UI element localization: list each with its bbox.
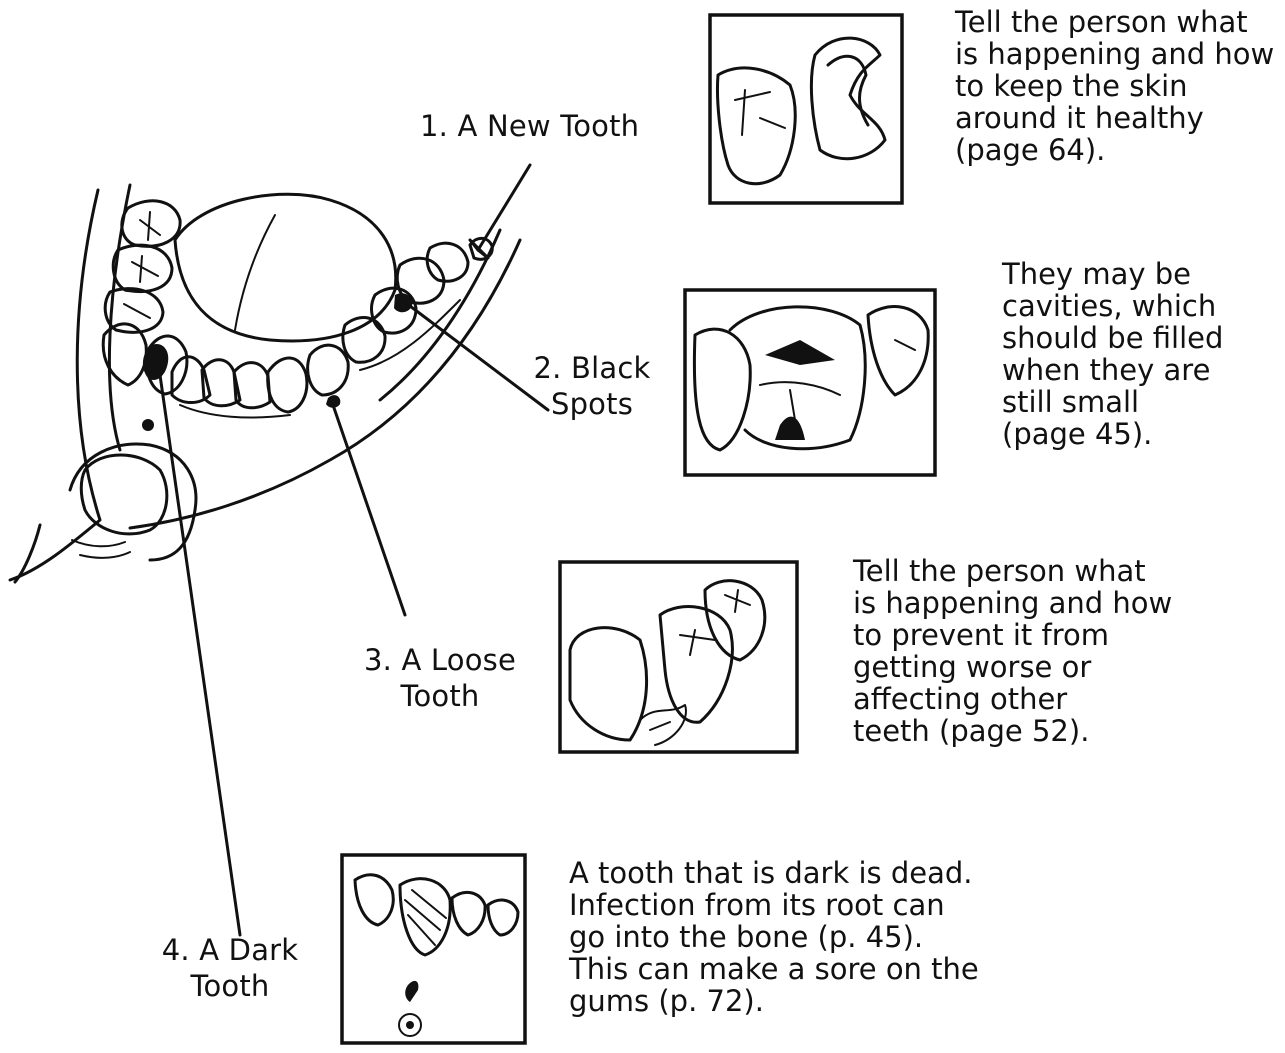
note-new-tooth: Tell the person what is happening and ho… <box>955 6 1274 166</box>
dark-tooth-closeup <box>342 855 525 1043</box>
label-new-tooth: 1. A New Tooth <box>420 108 639 144</box>
note-black-spots: They may be cavities, which should be fi… <box>1002 258 1223 450</box>
label-dark-tooth: 4. A Dark Tooth <box>140 932 320 1004</box>
label-loose-tooth: 3. A Loose Tooth <box>345 642 535 714</box>
leader-lines <box>160 165 548 935</box>
new-tooth-closeup <box>710 15 902 203</box>
black-spots-closeup <box>685 290 935 475</box>
label-black-spots: 2. Black Spots <box>527 350 657 422</box>
note-dark-tooth: A tooth that is dark is dead. Infection … <box>569 857 979 1017</box>
loose-tooth-closeup <box>560 562 797 752</box>
note-loose-tooth: Tell the person what is happening and ho… <box>853 555 1172 747</box>
lower-jaw-drawing <box>10 185 520 582</box>
